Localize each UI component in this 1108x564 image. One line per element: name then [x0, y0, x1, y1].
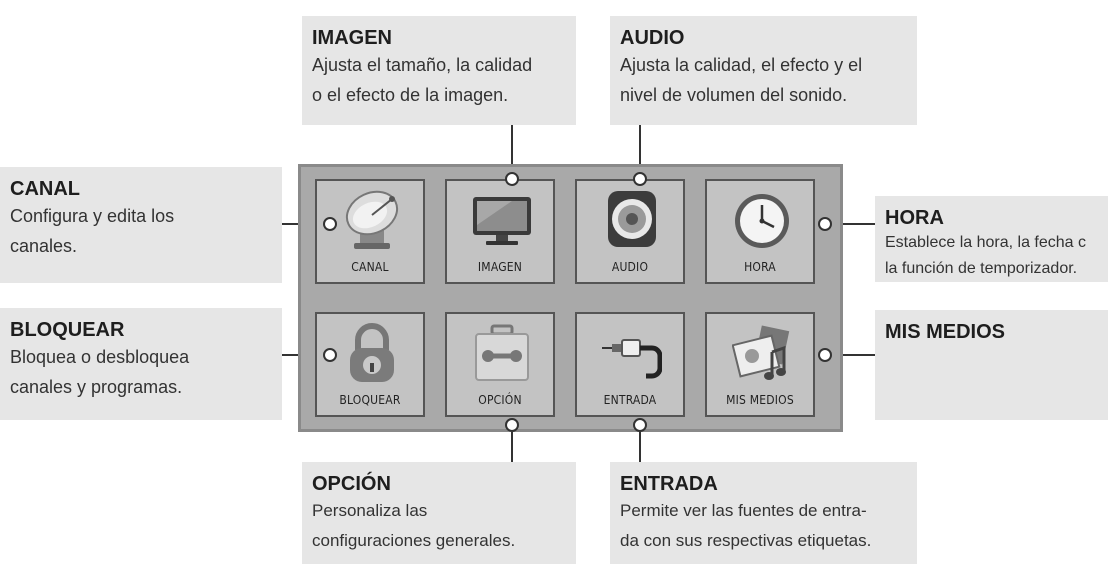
menu-tile-hora[interactable]: HORA: [705, 179, 815, 284]
menu-tile-hora-label: HORA: [744, 260, 776, 274]
callout-opcion: OPCIÓN Personaliza las configuraciones g…: [302, 462, 576, 564]
callout-imagen-desc: Ajusta el tamaño, la calidad o el efecto…: [312, 55, 533, 105]
menu-tile-entrada[interactable]: ENTRADA: [575, 312, 685, 417]
callout-hora-desc: Establece la hora, la fecha c la función…: [885, 234, 1087, 277]
callout-imagen-title: IMAGEN: [312, 27, 392, 49]
callout-audio-title: AUDIO: [620, 27, 685, 49]
menu-tile-opcion[interactable]: OPCIÓN: [445, 312, 555, 417]
menu-tile-canal[interactable]: CANAL: [315, 179, 425, 284]
menu-tile-bloquear[interactable]: BLOQUEAR: [315, 312, 425, 417]
menu-tile-audio[interactable]: AUDIO: [575, 179, 685, 284]
menu-tile-canal-label: CANAL: [351, 260, 389, 274]
media-collage-icon: [732, 325, 790, 380]
callout-entrada-desc: Permite ver las fuentes de entra- da con…: [620, 501, 872, 550]
home-menu-panel: CANAL IMAGEN AUDIO HORA: [298, 164, 843, 432]
menu-tile-mis-medios[interactable]: MIS MEDIOS: [705, 312, 815, 417]
callout-entrada-title: ENTRADA: [620, 473, 718, 495]
menu-tile-entrada-label: ENTRADA: [603, 393, 657, 407]
callout-canal: CANAL Configura y edita los canales.: [0, 167, 282, 283]
callout-opcion-title: OPCIÓN: [312, 473, 391, 495]
callout-mis-medios: MIS MEDIOS: [875, 310, 1108, 420]
callout-bloquear-desc: Bloquea o desbloquea canales y programas…: [10, 347, 190, 397]
menu-tile-bloquear-label: BLOQUEAR: [339, 393, 401, 407]
callout-bloquear-title: BLOQUEAR: [10, 319, 125, 341]
callout-canal-title: CANAL: [10, 178, 80, 200]
callout-imagen: IMAGEN Ajusta el tamaño, la calidad o el…: [302, 16, 576, 125]
callout-mis-medios-title: MIS MEDIOS: [885, 321, 1006, 343]
callout-bloquear: BLOQUEAR Bloquea o desbloquea canales y …: [0, 308, 282, 420]
clock-icon: [735, 194, 789, 248]
menu-tile-audio-label: AUDIO: [611, 260, 649, 274]
callout-audio-desc: Ajusta la calidad, el efecto y el nivel …: [620, 55, 863, 105]
tv-monitor-icon: [473, 197, 531, 245]
menu-tile-imagen-label: IMAGEN: [477, 260, 523, 274]
toolbox-icon: [475, 324, 529, 381]
menu-tile-imagen[interactable]: IMAGEN: [445, 179, 555, 284]
callout-opcion-desc: Personaliza las configuraciones generale…: [312, 501, 516, 550]
rca-cable-icon: [602, 339, 662, 379]
padlock-icon: [350, 323, 394, 382]
callout-audio: AUDIO Ajusta la calidad, el efecto y el …: [610, 16, 917, 125]
callout-hora: HORA Establece la hora, la fecha c la fu…: [875, 196, 1108, 282]
menu-tile-opcion-label: OPCIÓN: [478, 393, 522, 407]
satellite-dish-icon: [345, 190, 399, 249]
callout-hora-title: HORA: [885, 207, 944, 229]
callout-canal-desc: Configura y edita los canales.: [10, 206, 175, 256]
menu-tile-mis-medios-label: MIS MEDIOS: [726, 393, 794, 407]
speaker-icon: [608, 191, 656, 247]
callout-entrada: ENTRADA Permite ver las fuentes de entra…: [610, 462, 917, 564]
